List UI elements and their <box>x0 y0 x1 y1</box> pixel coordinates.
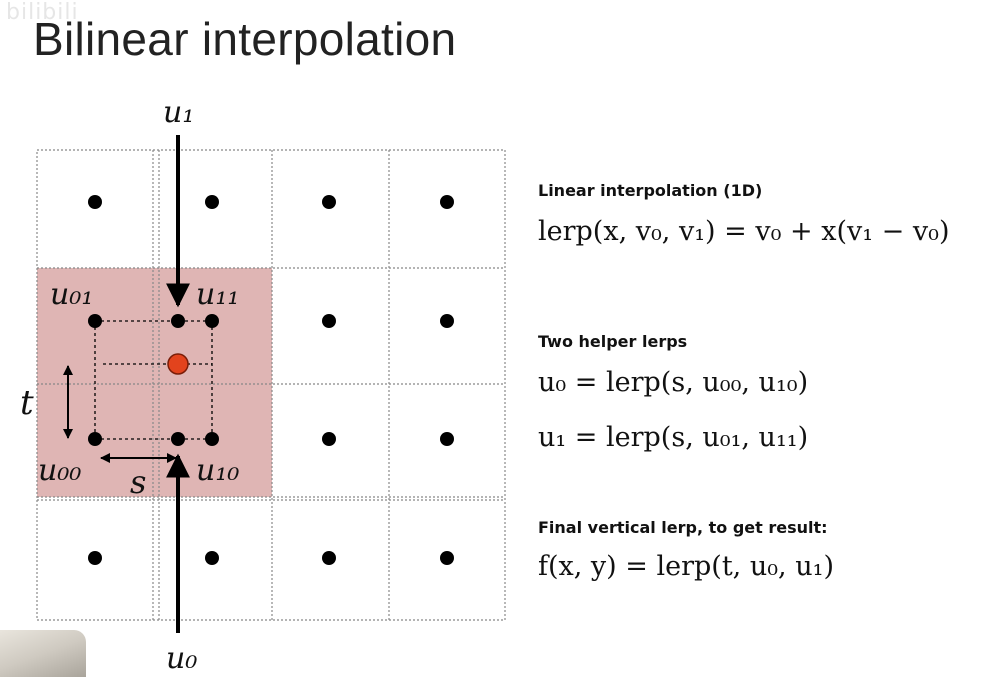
grid-dot <box>88 195 102 209</box>
grid-dot <box>440 195 454 209</box>
result-point <box>167 353 189 375</box>
grid-dot <box>88 551 102 565</box>
label-s: s <box>130 463 146 501</box>
label-u0-bottom: u₀ <box>166 641 197 676</box>
watermark-logo: bilibili <box>6 0 79 25</box>
grid-dot <box>205 551 219 565</box>
grid-dot <box>322 314 336 328</box>
pixel-grid <box>36 149 506 621</box>
grid-dot <box>205 195 219 209</box>
grid-dot <box>322 195 336 209</box>
label-t: t <box>20 383 34 423</box>
grid-dot <box>88 432 102 446</box>
interpolation-guides <box>94 320 213 440</box>
sample-dots <box>88 195 454 565</box>
heading-linear-interpolation: Linear interpolation (1D) <box>538 181 763 200</box>
u1-intermediate-dot <box>171 314 185 328</box>
label-u1-top: u₁ <box>163 95 194 130</box>
label-u00: u₀₀ <box>38 453 81 488</box>
grid-dot <box>440 314 454 328</box>
formula-u1: u₁ = lerp(s, u₀₁, u₁₁) <box>538 422 809 453</box>
grid-dot <box>205 314 219 328</box>
formula-u0: u₀ = lerp(s, u₀₀, u₁₀) <box>538 367 809 398</box>
grid-dot <box>440 551 454 565</box>
grid-dot <box>440 432 454 446</box>
grid-dot <box>322 432 336 446</box>
grid-dot <box>322 551 336 565</box>
grid-dot <box>88 314 102 328</box>
grid-dot <box>205 432 219 446</box>
heading-helper-lerps: Two helper lerps <box>538 332 688 351</box>
label-u11: u₁₁ <box>196 277 239 312</box>
formula-lerp-definition: lerp(x, v₀, v₁) = v₀ + x(v₁ − v₀) <box>538 216 950 247</box>
label-u01: u₀₁ <box>50 277 93 312</box>
heading-final-lerp: Final vertical lerp, to get result: <box>538 518 828 537</box>
label-u10: u₁₀ <box>196 453 239 488</box>
formula-final: f(x, y) = lerp(t, u₀, u₁) <box>538 551 834 582</box>
slide-title: Bilinear interpolation <box>33 13 457 65</box>
corner-background-photo <box>0 630 86 677</box>
u0-intermediate-dot <box>171 432 185 446</box>
